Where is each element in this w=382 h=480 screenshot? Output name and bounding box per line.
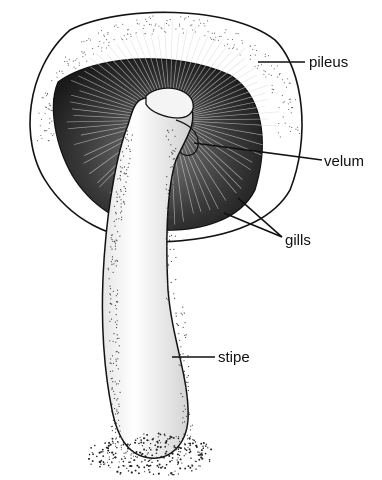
velum-label: velum	[324, 153, 364, 170]
pileus-label: pileus	[309, 54, 348, 71]
gills-label: gills	[285, 232, 311, 249]
stipe-label: stipe	[218, 349, 250, 366]
